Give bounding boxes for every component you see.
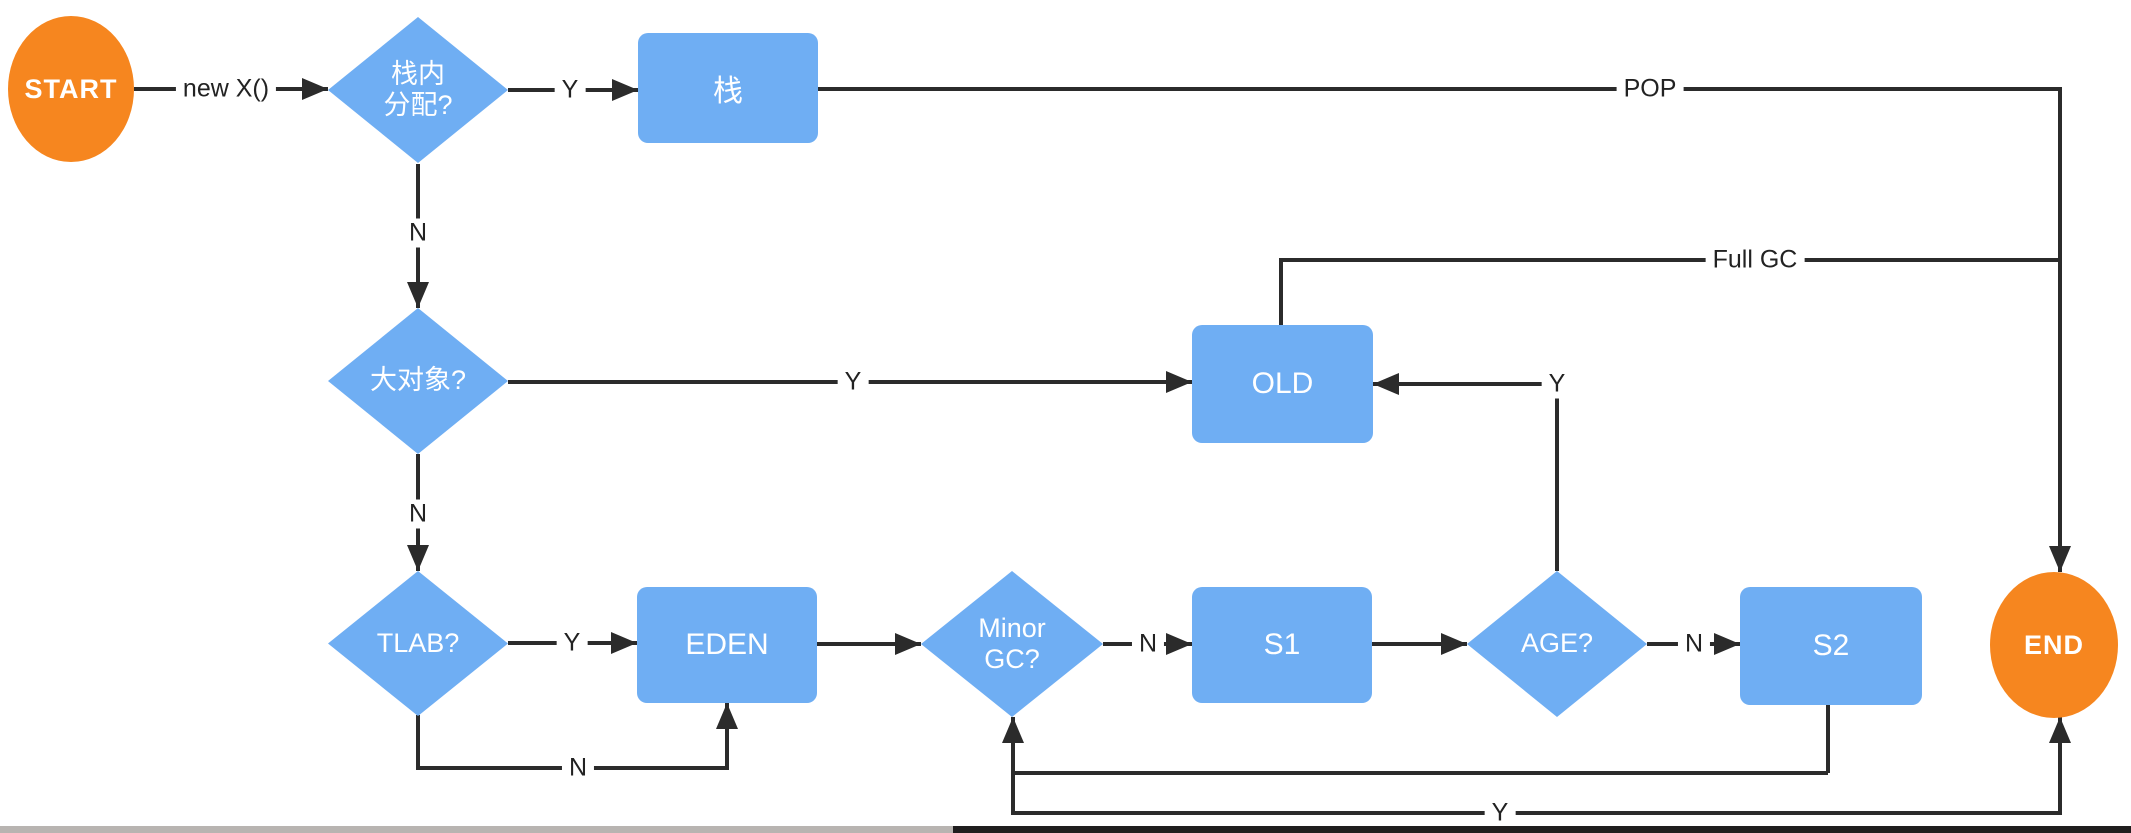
arrowhead-into-minorgc [895,633,921,655]
connector-tlab-no-riser [725,703,729,770]
node-tlab-decision: TLAB? [328,571,508,716]
node-minor-gc-label: Minor GC? [978,612,1046,674]
node-big-object-decision: 大对象? [328,308,508,454]
bottom-strip-left [0,826,953,833]
right-rail-vertical [2058,87,2062,572]
connector-age-yes-to-old [1373,382,1557,386]
arrowhead-into-eden-left [611,632,637,654]
node-old: OLD [1192,325,1373,443]
connector-minorgc-bottom-riser [1011,717,1015,815]
arrowhead-into-minorgc-bottom [1002,717,1024,743]
node-end-label: END [2023,629,2084,660]
edge-label-bigobject-no: N [401,499,435,529]
arrowhead-into-old-left [1166,371,1192,393]
arrowhead-into-tlab [407,545,429,571]
connector-age-yes-riser [1555,382,1559,571]
node-start-label: START [24,73,118,104]
arrowhead-into-stackalloc [302,78,328,100]
connector-tlab-no-drop [416,715,420,770]
node-s2-label: S2 [1812,629,1850,662]
node-s1-label: S1 [1263,628,1301,661]
connector-end-bottom-riser [2058,717,2062,815]
connector-minorgc-yes-to-end [1011,811,2060,815]
node-end: END [1990,572,2118,718]
arrowhead-into-old-right [1373,373,1399,395]
node-eden: EDEN [637,587,817,703]
edge-label-tlab-yes: Y [556,628,588,658]
arrowhead-into-end-bottom [2049,717,2071,743]
connector-s1-to-age [1372,642,1467,646]
edge-label-age-yes: Y [1541,369,1573,399]
connector-fullgc-riser [1279,258,1283,325]
edge-label-stackalloc-no: N [401,218,435,248]
edge-label-bigobject-yes: Y [837,367,869,397]
connector-stack-to-right-rail [818,87,2062,91]
edge-label-minorgc-yes: Y [1484,798,1516,828]
arrowhead-into-s1 [1166,633,1192,655]
edge-label-full-gc: Full GC [1705,245,1805,275]
edge-label-stackalloc-yes: Y [554,75,586,105]
node-start: START [8,16,134,162]
node-s2: S2 [1740,587,1922,705]
node-stack-label: 栈 [713,75,743,108]
node-stack: 栈 [638,33,818,143]
node-tlab-label: TLAB? [376,627,460,658]
edge-label-new-x: new X() [175,74,277,104]
arrowhead-into-age [1441,633,1467,655]
bottom-strip-right [953,826,2131,833]
connector-s2-drop [1826,705,1830,773]
node-minor-gc-decision: Minor GC? [921,571,1103,717]
node-stack-alloc-label: 栈内 分配? [383,58,453,120]
connector-fullgc-horizontal [1281,258,2062,262]
edge-label-minorgc-no: N [1131,629,1165,659]
connector-eden-to-minorgc [817,642,921,646]
node-age-label: AGE? [1520,628,1594,659]
node-eden-label: EDEN [685,628,769,661]
arrowhead-into-end-top [2049,546,2071,572]
arrowhead-into-bigobject [407,282,429,308]
node-big-object-label: 大对象? [369,365,467,396]
arrowhead-into-s2 [1714,633,1740,655]
node-stack-alloc-decision: 栈内 分配? [328,17,508,163]
edge-label-tlab-no: N [561,753,595,783]
edge-label-pop: POP [1616,74,1684,104]
node-s1: S1 [1192,587,1372,703]
edge-label-age-no: N [1677,629,1711,659]
arrowhead-into-eden-bottom [716,703,738,729]
node-old-label: OLD [1251,367,1314,400]
connector-s2-return [1011,771,1828,775]
arrowhead-into-stack [612,79,638,101]
node-age-decision: AGE? [1467,571,1647,717]
